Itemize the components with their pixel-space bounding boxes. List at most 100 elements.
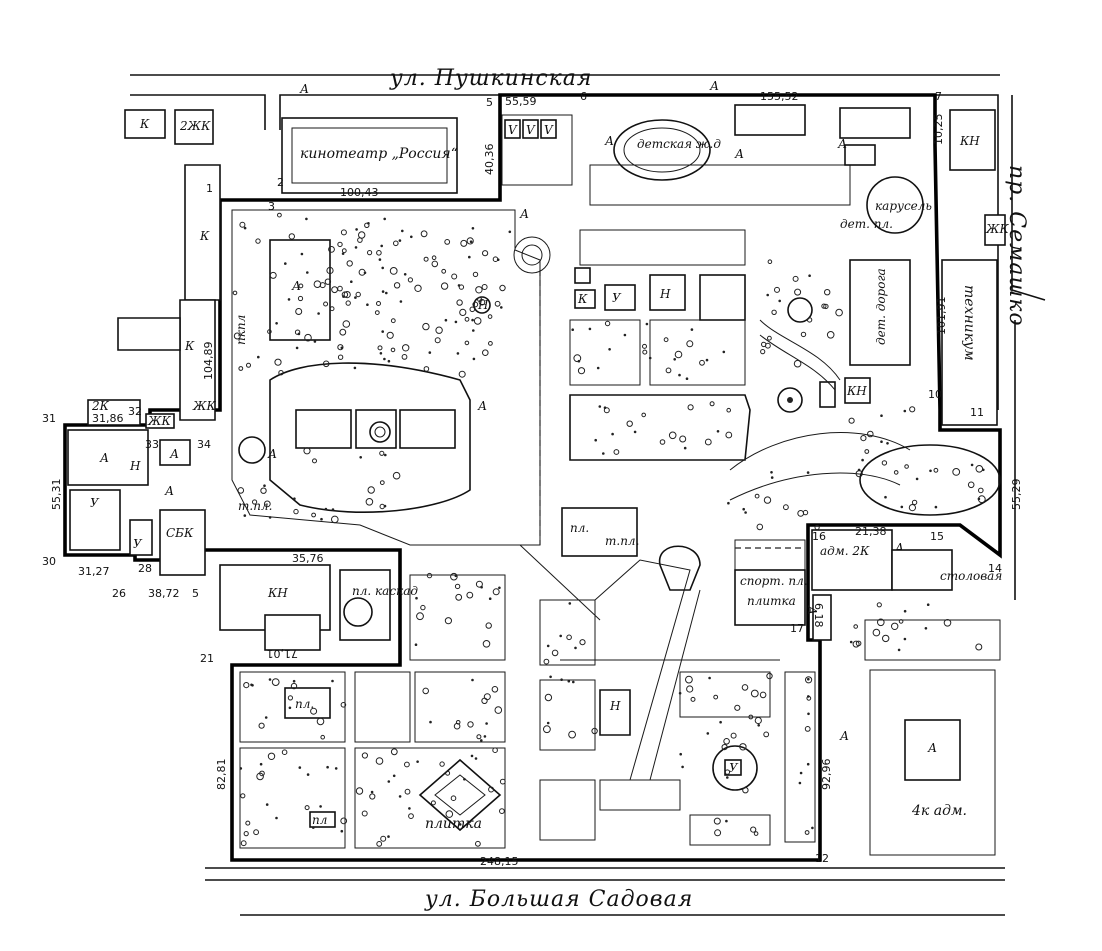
street-pushkinskaya-label: ул. Пушкинская — [389, 66, 592, 91]
tree-mark — [721, 744, 728, 751]
tree-mark — [319, 805, 322, 808]
tree-mark — [799, 771, 803, 775]
kids-playground-label: дет. пл. — [840, 217, 893, 231]
tree-mark — [566, 634, 572, 641]
tree-mark — [559, 634, 562, 638]
tree-mark — [389, 267, 398, 275]
southwest-buildings: КН пл. каскад — [219, 564, 418, 651]
label-a: А — [839, 729, 849, 743]
tree-mark — [441, 268, 447, 274]
tree-mark — [255, 238, 261, 244]
tree-mark — [380, 835, 387, 842]
tree-mark — [401, 354, 408, 360]
tree-mark — [258, 722, 265, 729]
tree-mark — [543, 658, 550, 665]
tree-mark — [295, 308, 303, 315]
tree-mark — [704, 438, 712, 446]
tree-mark — [379, 503, 385, 510]
tree-mark — [722, 350, 726, 354]
tree-mark — [420, 230, 428, 238]
label-a: А — [299, 82, 309, 96]
point-label: 10 — [928, 388, 942, 401]
tree-mark — [835, 308, 843, 317]
tree-mark — [848, 417, 855, 424]
tree-mark — [713, 817, 721, 825]
tree-mark — [770, 471, 773, 474]
tree-mark — [970, 463, 974, 467]
tree-mark — [376, 841, 383, 847]
label-a: А — [805, 605, 819, 615]
tree-mark — [340, 829, 344, 833]
tree-mark — [455, 720, 461, 725]
carousel-label: карусель — [875, 199, 932, 213]
tree-mark — [429, 720, 432, 724]
tree-mark — [454, 574, 458, 578]
tree-mark — [274, 358, 282, 366]
tree-mark — [408, 807, 411, 810]
tree-mark — [551, 649, 559, 657]
point-label: 28 — [138, 562, 152, 575]
tree-mark — [471, 227, 475, 230]
tree-mark — [253, 829, 260, 836]
label-kn: КН — [846, 384, 867, 398]
tree-mark — [659, 439, 666, 445]
tree-mark — [390, 318, 396, 324]
tree-mark — [549, 675, 552, 679]
tree-mark — [709, 401, 715, 407]
admin-4k-building — [904, 719, 961, 781]
label-a: А — [604, 134, 614, 148]
tree-mark — [381, 266, 385, 270]
tree-mark — [476, 734, 482, 740]
tree-mark — [483, 735, 487, 738]
tree-mark — [742, 787, 749, 794]
label-zhk: ЖК — [147, 414, 171, 428]
tree-mark — [706, 732, 710, 735]
tree-mark — [331, 286, 339, 294]
tree-mark — [376, 301, 381, 306]
point-label: 12 — [815, 852, 829, 865]
tree-mark — [458, 823, 462, 826]
tree-mark — [496, 258, 500, 262]
tree-mark — [943, 619, 952, 627]
tree-mark — [277, 212, 282, 218]
tree-mark — [340, 229, 347, 236]
stage-circle — [343, 597, 373, 627]
tree-mark — [543, 725, 551, 734]
admin-2k-label: адм. 2К — [820, 544, 870, 558]
tree-mark — [387, 359, 391, 363]
central-east: К У Н — [569, 267, 911, 501]
tree-mark — [422, 322, 430, 331]
tree-mark — [246, 362, 251, 368]
tree-mark — [499, 778, 506, 785]
tree-mark — [727, 501, 730, 505]
tree-mark — [284, 262, 287, 265]
tree-mark — [377, 345, 383, 351]
label-n: Н — [129, 459, 141, 473]
tree-mark — [678, 691, 682, 695]
south-park-blocks: пл. пл плитка Н У — [239, 574, 816, 849]
tree-mark — [342, 320, 351, 328]
tree-mark — [802, 509, 809, 516]
tree-mark — [642, 349, 648, 355]
tree-mark — [245, 820, 251, 826]
kids-railway-label: детская ж.д — [637, 137, 721, 151]
tree-mark — [792, 275, 799, 282]
tree-mark — [814, 524, 820, 531]
tree-mark — [739, 743, 747, 751]
point-label: 32 — [128, 405, 142, 418]
tree-mark — [882, 634, 890, 643]
tree-mark — [466, 237, 474, 245]
tree-mark — [398, 795, 402, 798]
tree-mark — [420, 604, 426, 611]
tree-mark — [445, 810, 454, 818]
tree-mark — [278, 370, 284, 376]
tree-mark — [450, 795, 457, 802]
southeast-block: А 4к адм. А — [839, 619, 1001, 856]
tree-mark — [744, 511, 747, 514]
tree-mark — [428, 351, 432, 354]
central-park: А пкпл Н А А т.пл. — [231, 209, 551, 546]
tree-mark — [719, 720, 722, 724]
tree-mark — [316, 717, 325, 726]
tree-mark — [766, 293, 769, 297]
tree-mark — [763, 496, 772, 504]
